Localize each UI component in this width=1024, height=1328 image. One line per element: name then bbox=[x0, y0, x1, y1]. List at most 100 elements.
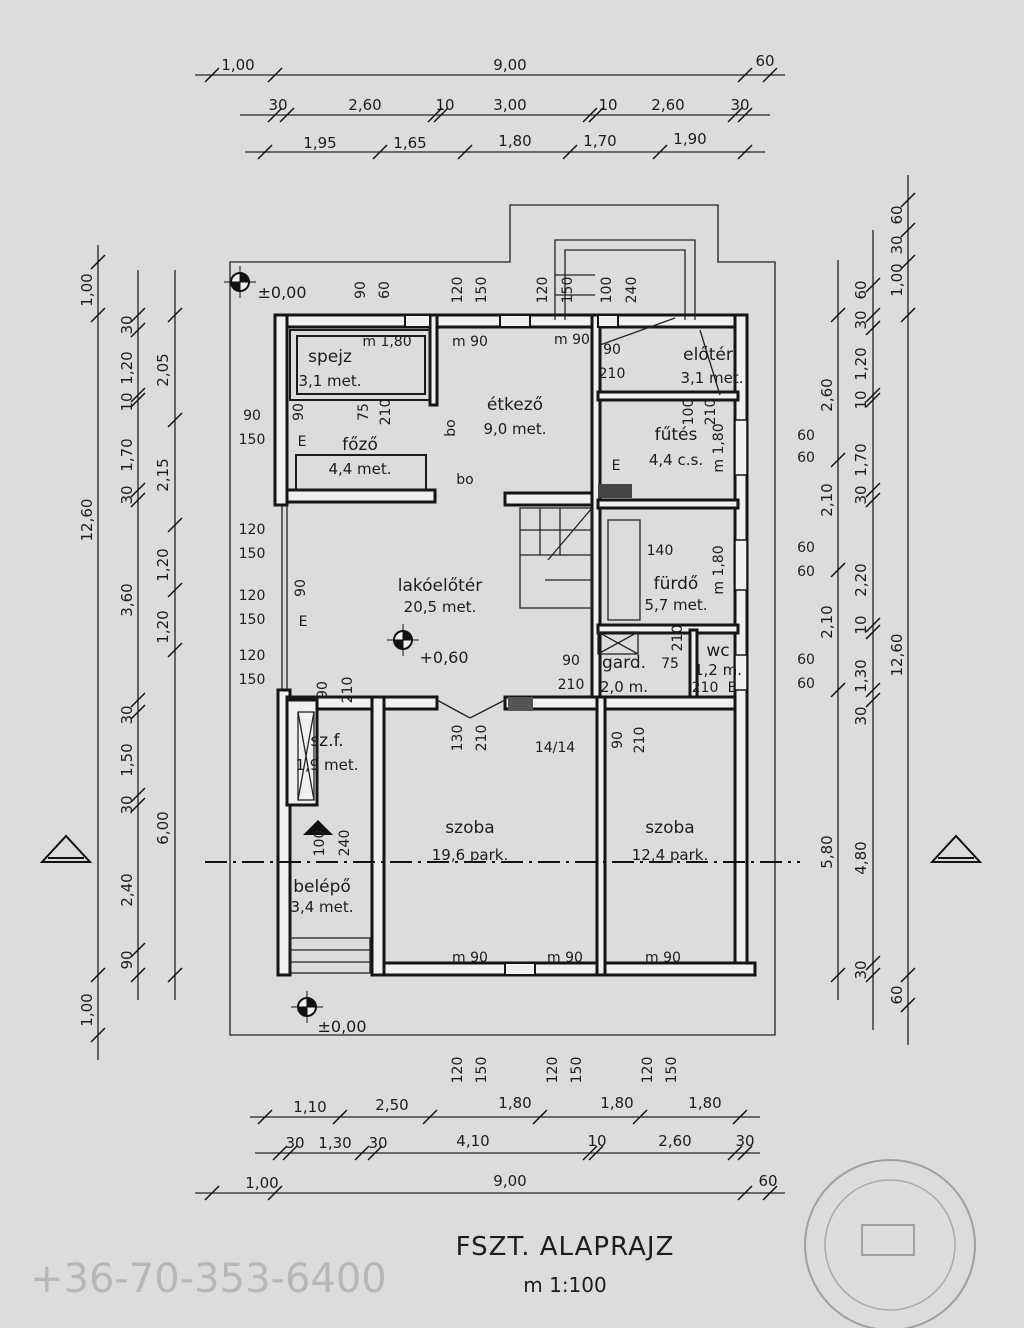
dimension-label: 5,80 bbox=[818, 835, 836, 868]
dimension-label: 30 bbox=[118, 485, 136, 504]
level-label: ±0,00 bbox=[257, 283, 306, 302]
dimension-tick bbox=[130, 387, 146, 403]
dimension-label: 2,15 bbox=[154, 458, 172, 491]
dimension-tick bbox=[433, 107, 449, 123]
opening-size-label: 150 bbox=[474, 277, 490, 304]
door-size-label: 210 bbox=[632, 727, 648, 754]
window-size-label: 120 bbox=[640, 1057, 656, 1084]
dimension-tick bbox=[652, 144, 668, 160]
opening-mark-label: 210 bbox=[599, 366, 626, 382]
dimension-label: 60 bbox=[755, 52, 774, 70]
dimension-tick bbox=[900, 254, 916, 270]
window-size-label: 120 bbox=[239, 648, 266, 664]
door-size-label: 210 bbox=[474, 725, 490, 752]
dimension-label: 30 bbox=[735, 1132, 754, 1150]
dimension-tick bbox=[732, 1109, 748, 1125]
room-area: 5,7 met. bbox=[644, 596, 707, 614]
dimension-label: 30 bbox=[852, 960, 870, 979]
plan-scale: m 1:100 bbox=[523, 1273, 606, 1297]
sill-height-label: 60 bbox=[797, 676, 815, 692]
door-size-label: 90 bbox=[315, 681, 331, 699]
dimension-label: 4,80 bbox=[852, 841, 870, 874]
door-size-label: 210 bbox=[703, 399, 719, 426]
dimension-tick bbox=[130, 492, 146, 508]
dimension-label: 30 bbox=[268, 96, 287, 114]
dimension-tick bbox=[130, 392, 146, 408]
dimension-label: 60 bbox=[758, 1172, 777, 1190]
dimension-label: 30 bbox=[118, 705, 136, 724]
dimension-label: 2,60 bbox=[348, 96, 381, 114]
dimension-label: 1,80 bbox=[498, 1094, 531, 1112]
entrance-arrow-icon bbox=[303, 820, 333, 835]
door-size-label: 210 bbox=[558, 677, 585, 693]
dimension-tick bbox=[282, 1145, 298, 1161]
dimension-label: 9,00 bbox=[493, 1172, 526, 1190]
door-size-label: m 1,80 bbox=[711, 423, 727, 472]
window-mark-label: m 90 bbox=[547, 950, 583, 966]
dimension-tick bbox=[422, 1109, 438, 1125]
window-size-label: 120 bbox=[545, 1057, 561, 1084]
dimension-label: 10 bbox=[587, 1132, 606, 1150]
sill-height-label: 60 bbox=[797, 652, 815, 668]
dimension-tick bbox=[865, 624, 881, 640]
room-name: előtér bbox=[683, 345, 733, 365]
dimension-tick bbox=[900, 222, 916, 238]
interior-details bbox=[281, 239, 721, 974]
door-size-label: 90 bbox=[291, 403, 307, 421]
room-name: szoba bbox=[445, 818, 494, 838]
dimension-label: 10 bbox=[852, 615, 870, 634]
dimension-label: 1,80 bbox=[600, 1094, 633, 1112]
dimension-tick bbox=[257, 144, 273, 160]
room-name: fűtés bbox=[655, 425, 698, 445]
dimension-label: 2,10 bbox=[818, 483, 836, 516]
dimension-label: 10 bbox=[598, 96, 617, 114]
dimension-label: 60 bbox=[888, 985, 906, 1004]
dimension-tick bbox=[272, 1145, 288, 1161]
room-area: 3,1 met. bbox=[298, 372, 361, 390]
dimension-tick bbox=[865, 617, 881, 633]
opening-size-label: 150 bbox=[560, 277, 576, 304]
dimension-tick bbox=[865, 277, 881, 293]
dimension-tick bbox=[279, 107, 295, 123]
dimension-tick bbox=[167, 642, 183, 658]
level-label: +0,60 bbox=[419, 648, 468, 667]
door-size-label: E bbox=[612, 458, 621, 474]
room-name: sz.f. bbox=[310, 731, 343, 751]
dimension-label: 1,00 bbox=[221, 56, 254, 74]
dimension-label: 30 bbox=[888, 235, 906, 254]
room-name: gard. bbox=[602, 653, 646, 673]
dimension-label: 1,00 bbox=[245, 1174, 278, 1192]
level-marker-icons bbox=[224, 266, 419, 1023]
room-area: 9,0 met. bbox=[483, 420, 546, 438]
dimension-label: 1,20 bbox=[154, 548, 172, 581]
dimension-tick bbox=[130, 322, 146, 338]
window-size-label: 150 bbox=[474, 1057, 490, 1084]
dimension-tick bbox=[354, 1145, 370, 1161]
dimension-label: 1,90 bbox=[673, 130, 706, 148]
room-area: 2,0 m. bbox=[600, 678, 648, 696]
dimension-tick bbox=[737, 1145, 753, 1161]
dimension-tick bbox=[900, 967, 916, 983]
dimension-tick bbox=[204, 67, 220, 83]
dimension-ticks bbox=[90, 67, 916, 1201]
dimension-label: 12,60 bbox=[888, 634, 906, 677]
dimension-tick bbox=[582, 1145, 598, 1161]
dimension-label: 10 bbox=[118, 392, 136, 411]
dimension-label: 1,00 bbox=[78, 273, 96, 306]
dimension-tick bbox=[90, 1027, 106, 1043]
dimension-label: 4,10 bbox=[456, 1132, 489, 1150]
dimension-label: 30 bbox=[852, 485, 870, 504]
opening-size-label: 60 bbox=[377, 281, 393, 299]
dimension-label: 30 bbox=[852, 706, 870, 725]
opening-size-label: 120 bbox=[535, 277, 551, 304]
dimension-tick bbox=[130, 307, 146, 323]
room-name: fürdő bbox=[654, 574, 699, 594]
dimension-tick bbox=[865, 307, 881, 323]
room-name: étkező bbox=[487, 395, 543, 415]
door-size-label: 210 bbox=[378, 399, 394, 426]
room-name: szoba bbox=[645, 818, 694, 838]
dimension-label: 10 bbox=[435, 96, 454, 114]
window-mark-label: m 90 bbox=[645, 950, 681, 966]
sill-height-label: 60 bbox=[797, 450, 815, 466]
door-size-label: 75 bbox=[661, 656, 679, 672]
